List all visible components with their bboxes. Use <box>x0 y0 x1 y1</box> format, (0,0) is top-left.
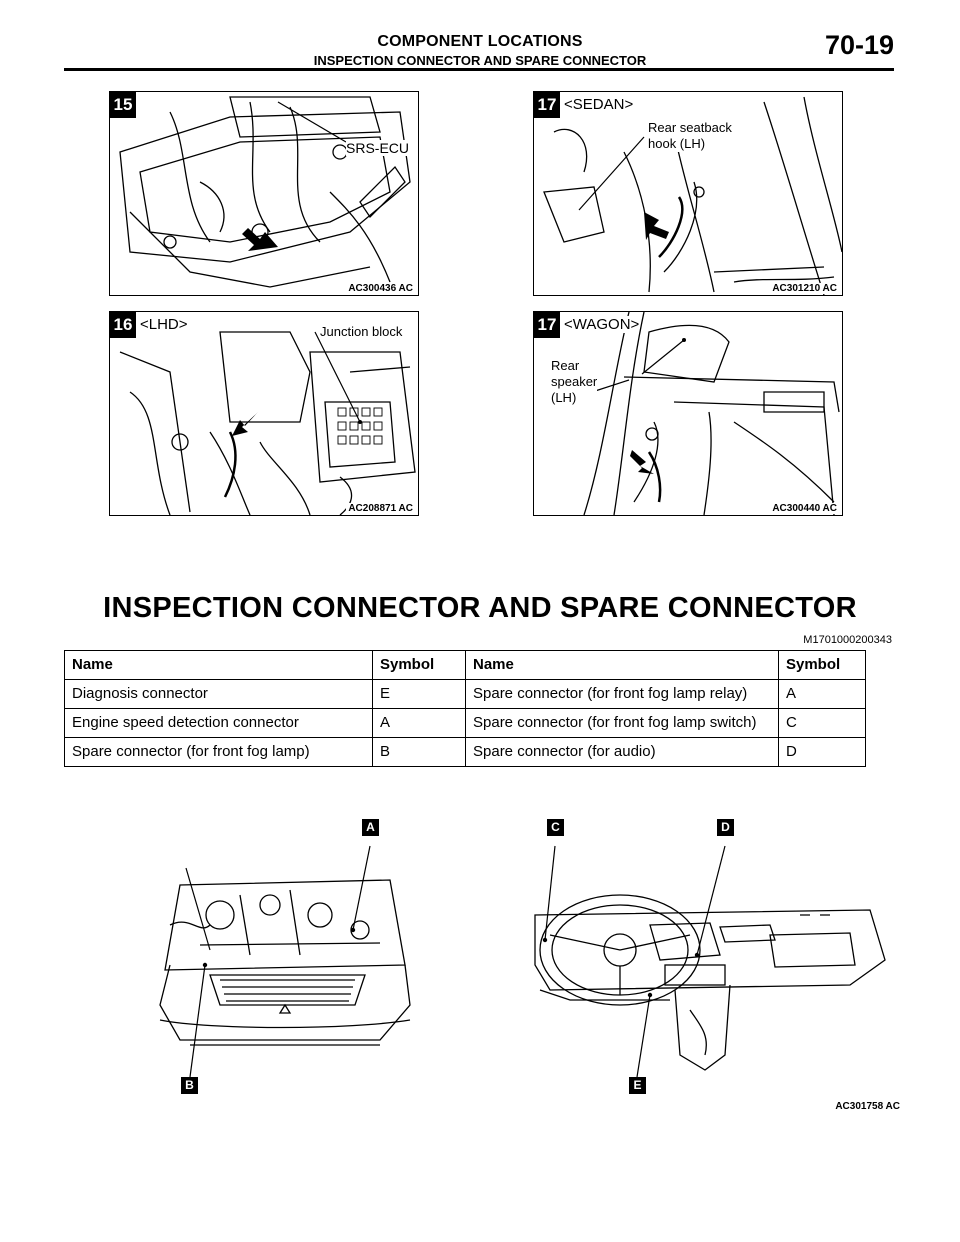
figure-panel-17-sedan: 17 <SEDAN> Rear seatback hook (LH) AC301… <box>533 91 843 296</box>
figure-panel-17-wagon: 17 <WAGON> Rear speaker (LH) AC300440 AC <box>533 311 843 516</box>
callout-junction-block: Junction block <box>320 324 403 340</box>
callout-srs-ecu: SRS-ECU <box>346 140 410 156</box>
table-cell: Engine speed detection connector <box>64 708 373 738</box>
table-row: Engine speed detection connector A Spare… <box>64 708 866 738</box>
column-header-name: Name <box>64 650 373 680</box>
engine-and-dashboard-illustration <box>159 845 886 1078</box>
table-cell: Spare connector (for front fog lamp rela… <box>465 679 779 709</box>
table-cell: C <box>778 708 866 738</box>
figure-illustration-rear-speaker <box>583 312 840 515</box>
figure-code: AC301758 AC <box>835 1101 900 1112</box>
connector-label-a: A <box>362 819 379 836</box>
table-cell: B <box>372 737 466 767</box>
table-row: Diagnosis connector E Spare connector (f… <box>64 679 866 709</box>
figure-number-badge: 15 <box>110 92 136 118</box>
connector-label-c: C <box>547 819 564 836</box>
section-title: COMPONENT LOCATIONS <box>377 33 583 50</box>
table-cell: E <box>372 679 466 709</box>
figure-number-badge: 17 <box>534 312 560 338</box>
table-cell: Spare connector (for audio) <box>465 737 779 767</box>
connector-location-figure: A B C D E AC301758 AC <box>150 815 900 1115</box>
connector-label-d: D <box>717 819 734 836</box>
figure-code: AC300440 AC <box>770 503 839 514</box>
table-row: Spare connector (for front fog lamp) B S… <box>64 737 866 767</box>
section-heading: INSPECTION CONNECTOR AND SPARE CONNECTOR <box>103 592 857 624</box>
table-cell: Spare connector (for front fog lamp swit… <box>465 708 779 738</box>
figure-number-badge: 16 <box>110 312 136 338</box>
callout-rear-seatback-hook: Rear seatback hook (LH) <box>648 120 732 152</box>
subsection-title: INSPECTION CONNECTOR AND SPARE CONNECTOR <box>313 53 647 68</box>
column-header-symbol: Symbol <box>778 650 866 680</box>
figure-panel-15: 15 SRS-ECU AC300436 AC <box>109 91 419 296</box>
table-header-row: Name Symbol Name Symbol <box>64 650 866 680</box>
figure-code: AC301210 AC <box>770 283 839 294</box>
figure-illustration-srs-ecu <box>119 96 411 288</box>
connector-label-b: B <box>181 1077 198 1094</box>
callout-rear-speaker: Rear speaker (LH) <box>551 358 598 406</box>
column-header-symbol: Symbol <box>372 650 466 680</box>
table-cell: Spare connector (for front fog lamp) <box>64 737 373 767</box>
header-rule <box>64 68 894 71</box>
figure-illustration-junction-block <box>119 331 416 515</box>
table-cell: A <box>778 679 866 709</box>
figure-code: AC300436 AC <box>346 283 415 294</box>
column-header-name: Name <box>465 650 779 680</box>
table-cell: A <box>372 708 466 738</box>
document-id: M1701000200343 <box>803 634 892 646</box>
page-number: 70-19 <box>824 30 894 60</box>
figure-variant-label: <WAGON> <box>564 316 640 333</box>
figure-number-badge: 17 <box>534 92 560 118</box>
connector-label-e: E <box>629 1077 646 1094</box>
table-cell: D <box>778 737 866 767</box>
figure-variant-label: <SEDAN> <box>564 96 634 113</box>
figure-code: AC208871 AC <box>346 503 415 514</box>
figure-panel-16-lhd: 16 <LHD> Junction block AC208871 AC <box>109 311 419 516</box>
connector-table: Name Symbol Name Symbol Diagnosis connec… <box>64 650 866 767</box>
figure-variant-label: <LHD> <box>140 316 188 333</box>
table-cell: Diagnosis connector <box>64 679 373 709</box>
